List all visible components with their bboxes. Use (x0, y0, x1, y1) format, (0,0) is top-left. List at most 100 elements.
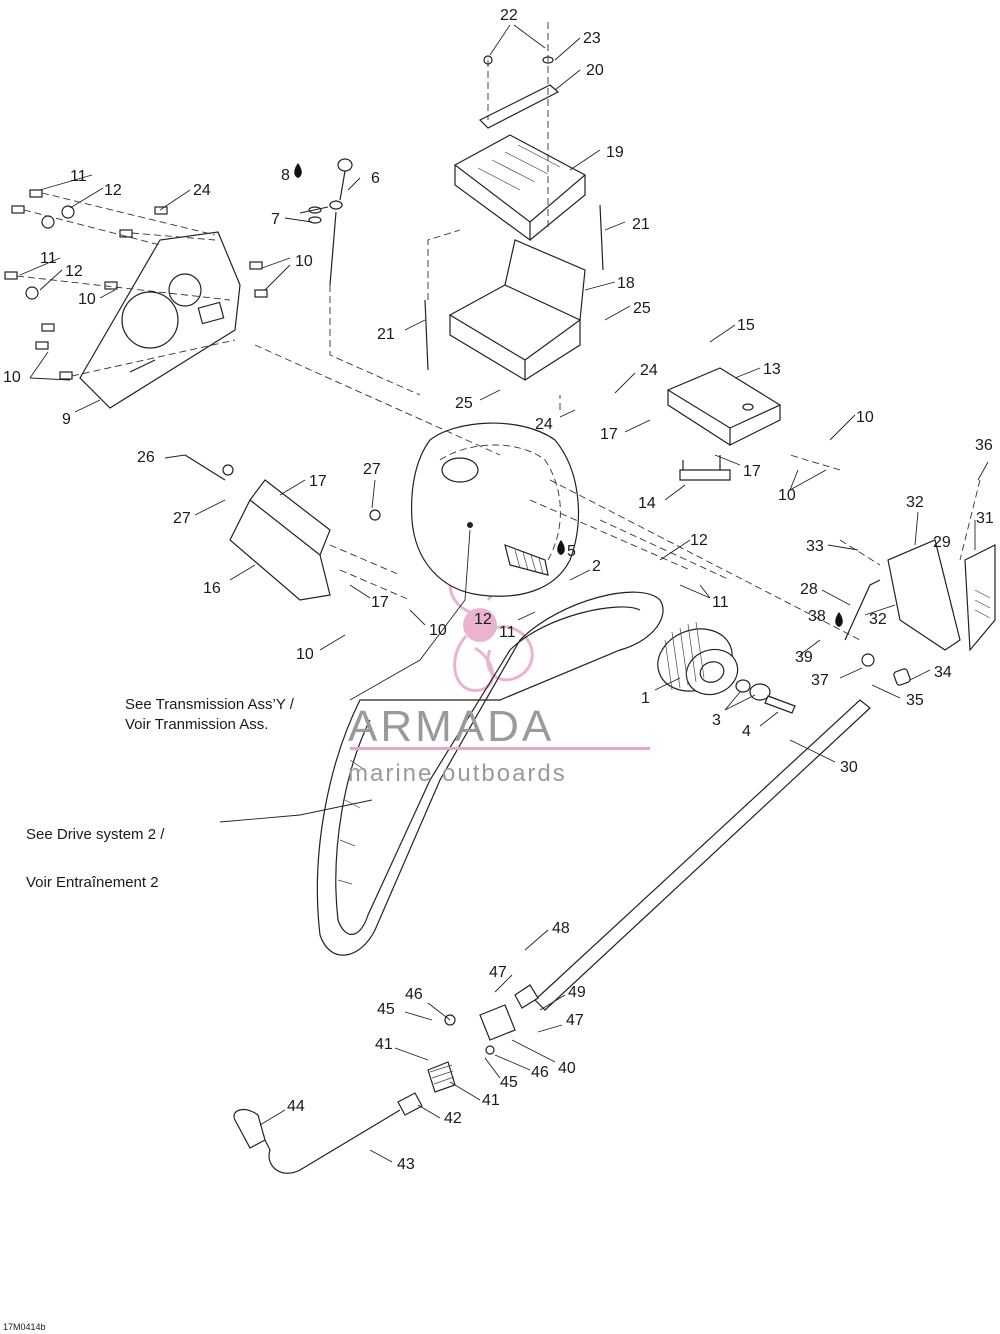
callout-46: 46 (405, 986, 423, 1003)
bolt-set-left (4, 189, 268, 380)
callout-35: 35 (906, 692, 924, 709)
callout-41: 41 (375, 1036, 393, 1053)
callout-18: 18 (617, 275, 635, 292)
callout-21: 21 (377, 326, 395, 343)
callout-24: 24 (535, 416, 553, 433)
callout-45: 45 (500, 1074, 518, 1091)
callout-33: 33 (806, 538, 824, 555)
callout-38: 38 (808, 608, 826, 625)
oil-drop-icon (294, 163, 302, 178)
callout-15: 15 (737, 317, 755, 334)
callout-14: 14 (638, 495, 656, 512)
callout-13: 13 (763, 361, 781, 378)
watermark-title: ARMADA (348, 702, 554, 751)
drive-note-line1: See Drive system 2 / (26, 826, 165, 843)
callout-12: 12 (65, 263, 83, 280)
lower-linkage (233, 1004, 516, 1174)
callout-44: 44 (287, 1098, 305, 1115)
callout-11: 11 (70, 168, 87, 185)
callout-37: 37 (811, 672, 829, 689)
transmission-note-line2: Voir Tranmission Ass. (125, 716, 268, 733)
callout-36: 36 (975, 437, 993, 454)
callout-10: 10 (3, 369, 21, 386)
callout-22: 22 (500, 7, 518, 24)
watermark: ARMADA marine outboards (348, 702, 650, 787)
callout-34: 34 (934, 664, 952, 681)
callout-41: 41 (482, 1092, 500, 1109)
watermark-subtitle: marine outboards (348, 760, 567, 787)
reference-notes: See Transmission Ass’Y / Voir Tranmissio… (26, 696, 295, 891)
callout-26: 26 (137, 449, 155, 466)
callout-47: 47 (566, 1012, 584, 1029)
callout-1: 1 (641, 690, 650, 707)
battery-tray (453, 134, 587, 242)
callout-30: 30 (840, 759, 858, 776)
callout-10: 10 (78, 291, 96, 308)
callout-43: 43 (397, 1156, 415, 1173)
callout-17: 17 (309, 473, 327, 490)
callout-24: 24 (193, 182, 211, 199)
callout-25: 25 (633, 300, 651, 317)
callout-16: 16 (203, 580, 221, 597)
callout-10: 10 (856, 409, 874, 426)
callout-12: 12 (690, 532, 708, 549)
callout-23: 23 (583, 30, 601, 47)
pulley (657, 621, 796, 714)
callout-27: 27 (173, 510, 191, 527)
watermark-rule (350, 747, 650, 750)
callout-12: 12 (104, 182, 122, 199)
mounting-bracket (448, 239, 586, 382)
callout-17: 17 (743, 463, 761, 480)
callout-10: 10 (296, 646, 314, 663)
oil-drop-icon (557, 540, 565, 555)
support-bracket (666, 367, 782, 481)
callout-42: 42 (444, 1110, 462, 1127)
throttle-bracket (844, 539, 996, 686)
callout-10: 10 (295, 253, 313, 270)
callout-39: 39 (795, 649, 813, 666)
callout-12: 12 (474, 611, 492, 628)
rod-21 (424, 204, 604, 371)
callout-20: 20 (586, 62, 604, 79)
callout-7: 7 (271, 211, 280, 228)
assembly-lines (254, 344, 981, 641)
callout-29: 29 (933, 534, 951, 551)
callout-19: 19 (606, 144, 624, 161)
strap-20 (478, 22, 560, 230)
drive-note-line2: Voir Entraînement 2 (26, 874, 159, 891)
callout-11: 11 (40, 250, 57, 267)
transmission-housing (411, 422, 579, 597)
callout-32: 32 (869, 611, 887, 628)
callout-6: 6 (371, 170, 380, 187)
belt-guard (184, 454, 381, 601)
callout-3: 3 (712, 712, 721, 729)
oil-drop-icon (835, 612, 843, 627)
callout-10: 10 (429, 622, 447, 639)
dipstick (308, 158, 421, 396)
callout-49: 49 (568, 984, 586, 1001)
transmission-note-line1: See Transmission Ass’Y / (125, 696, 295, 713)
callout-2: 2 (592, 558, 601, 575)
callout-32: 32 (906, 494, 924, 511)
callout-labels: 22 23 20 19 21 18 25 21 25 24 24 15 13 1… (3, 7, 994, 1173)
callout-25: 25 (455, 395, 473, 412)
drive-shaft (514, 699, 871, 1011)
figure-code: 17M0414b (3, 1322, 46, 1332)
callout-48: 48 (552, 920, 570, 937)
callout-5: 5 (567, 543, 576, 560)
leader-lines (19, 24, 989, 1163)
callout-27: 27 (363, 461, 381, 478)
callout-17: 17 (371, 594, 389, 611)
callout-31: 31 (976, 510, 994, 527)
callout-17: 17 (600, 426, 618, 443)
callout-28: 28 (800, 581, 818, 598)
callout-40: 40 (558, 1060, 576, 1077)
callout-45: 45 (377, 1001, 395, 1018)
callout-47: 47 (489, 964, 507, 981)
callout-11: 11 (712, 594, 729, 611)
engine-plate (79, 231, 241, 409)
callout-9: 9 (62, 411, 71, 428)
callout-24: 24 (640, 362, 658, 379)
callout-11: 11 (499, 624, 516, 641)
